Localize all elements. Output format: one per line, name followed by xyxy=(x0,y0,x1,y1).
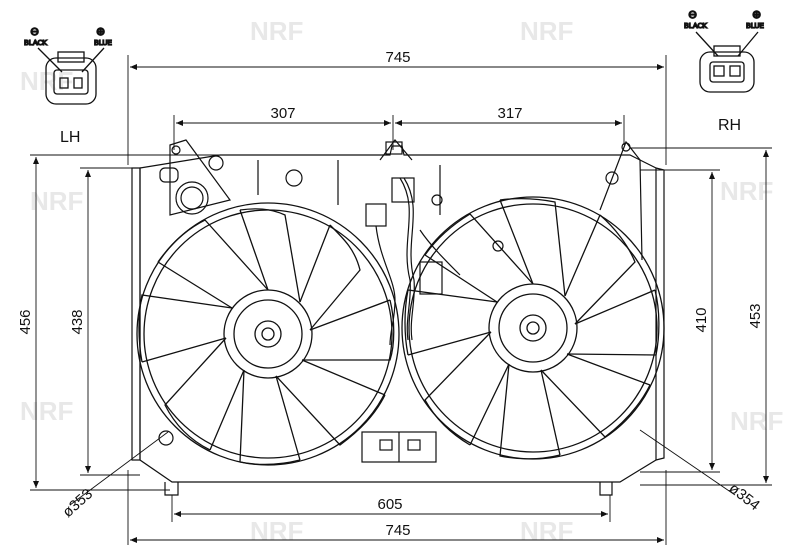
lh-label: LH xyxy=(60,129,80,146)
dim-right-height-outer: 453 xyxy=(747,303,764,328)
right-fan xyxy=(401,196,665,460)
svg-text:⊖: ⊖ xyxy=(30,25,39,38)
svg-text:BLUE: BLUE xyxy=(94,39,112,47)
dim-left-height-outer: 456 xyxy=(17,309,34,334)
svg-text:NRF: NRF xyxy=(250,516,303,546)
dimension-lines xyxy=(30,55,772,545)
fan-shroud xyxy=(131,139,665,496)
svg-text:BLACK: BLACK xyxy=(24,39,47,47)
dim-top-width: 745 xyxy=(385,49,410,66)
svg-text:NRF: NRF xyxy=(520,16,573,46)
svg-text:BLACK: BLACK xyxy=(684,22,707,30)
svg-text:NRF: NRF xyxy=(730,406,783,436)
connector-lh: ⊖ ⊕ BLACK BLUE xyxy=(23,24,113,105)
dim-left-span: 307 xyxy=(270,105,295,122)
connector-rh: ⊖ ⊕ BLACK BLUE xyxy=(683,7,765,93)
svg-text:⊖: ⊖ xyxy=(688,8,697,21)
svg-text:NRF: NRF xyxy=(250,16,303,46)
svg-text:⊕: ⊕ xyxy=(752,8,761,21)
svg-text:NRF: NRF xyxy=(720,176,773,206)
svg-text:NRF: NRF xyxy=(30,186,83,216)
dim-right-height-inner: 410 xyxy=(693,307,710,332)
dim-left-diameter: ø353 xyxy=(59,485,96,521)
dim-left-height-inner: 438 xyxy=(69,309,86,334)
dim-bottom-width: 745 xyxy=(385,522,410,539)
left-fan xyxy=(136,202,400,466)
svg-text:⊕: ⊕ xyxy=(96,25,105,38)
svg-text:BLUE: BLUE xyxy=(746,22,764,30)
rh-label: RH xyxy=(718,117,741,134)
wiring-harness xyxy=(365,177,461,346)
watermark-layer: NRF NRF NRF NRF NRF NRF NRF NRF NRF xyxy=(20,16,783,546)
dim-inner-width: 605 xyxy=(377,496,402,513)
svg-text:NRF: NRF xyxy=(520,516,573,546)
svg-text:NRF: NRF xyxy=(20,396,73,426)
svg-text:NRF: NRF xyxy=(20,66,73,96)
dim-right-span: 317 xyxy=(497,105,522,122)
